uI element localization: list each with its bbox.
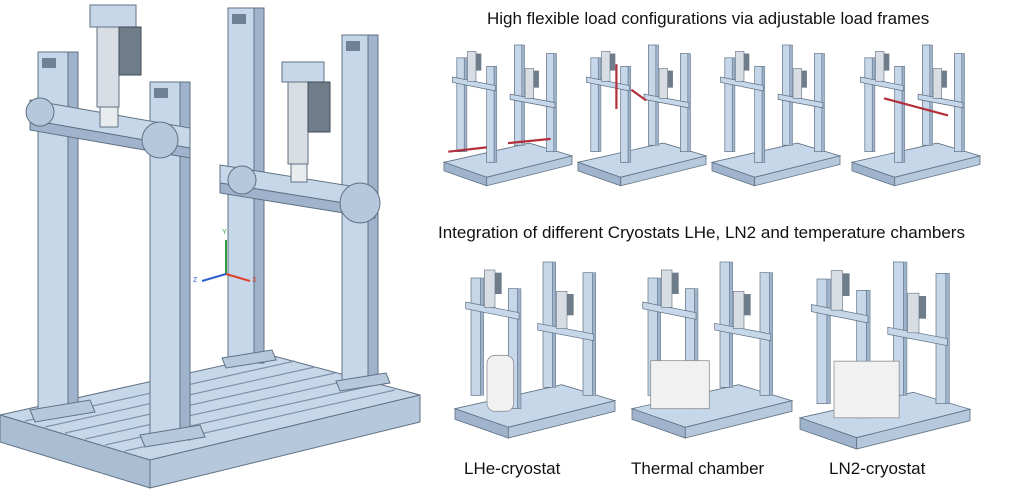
axis-label-x: X xyxy=(252,277,257,284)
axis-label-z: Z xyxy=(193,277,198,284)
heading-cryostat-integration: Integration of different Cryostats LHe, … xyxy=(438,223,965,242)
caption-thermal-chamber: Thermal chamber xyxy=(631,459,765,478)
load-config-2-thumbnail xyxy=(576,44,708,187)
thermal-chamber-thumbnail xyxy=(630,261,794,439)
coordinate-axes-icon xyxy=(201,240,251,282)
load-config-4-thumbnail xyxy=(850,44,982,187)
load-config-3-thumbnail xyxy=(710,44,842,187)
load-config-1-thumbnail xyxy=(442,44,574,187)
ln2-cryostat-thumbnail xyxy=(798,261,972,450)
heading-load-configurations: High flexible load configurations via ad… xyxy=(487,9,930,28)
caption-ln2-cryostat: LN2-cryostat xyxy=(829,459,926,478)
lhe-cryostat-thumbnail xyxy=(453,261,617,439)
caption-lhe-cryostat: LHe-cryostat xyxy=(464,459,561,478)
small-rig-illustrations xyxy=(442,44,982,450)
axis-label-y: Y xyxy=(222,229,227,236)
